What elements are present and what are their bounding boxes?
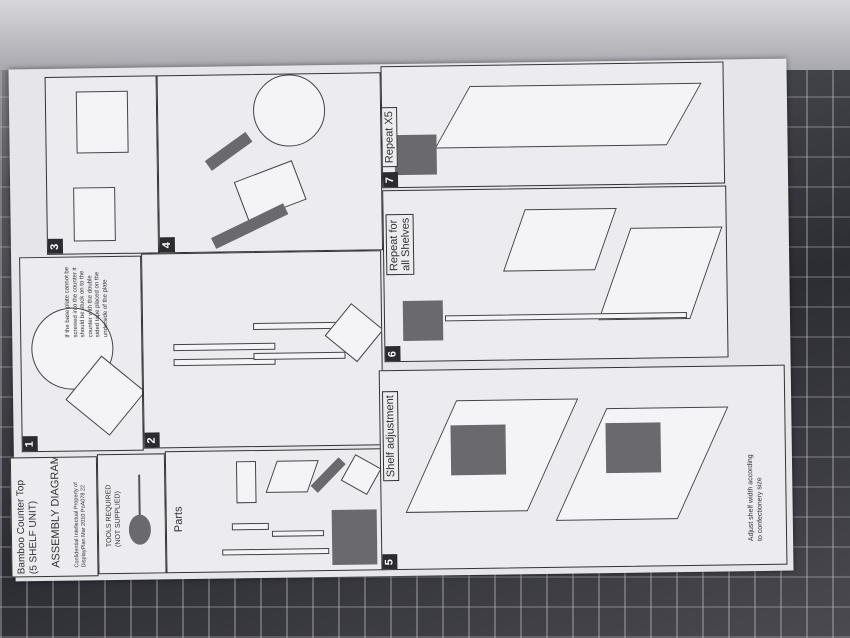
tools-panel: TOOLS REQUIRED(NOT SUPPLIED)	[96, 453, 167, 575]
step-number-badge: 6	[385, 346, 401, 362]
plastic-wrap	[0, 0, 850, 70]
shelf-adjustment-label: Shelf adjustment	[381, 391, 400, 482]
repeat-x5-label: Repeat X5	[381, 107, 398, 168]
product-title: Bamboo Counter Top(5 SHELF UNIT)	[15, 479, 40, 575]
step-number-badge: 2	[144, 432, 160, 448]
step-number-badge: 1	[22, 436, 38, 452]
step-number-badge: 3	[47, 238, 64, 254]
parts-panel: Parts	[164, 448, 386, 574]
step-5-panel: Shelf adjustment Adjust shelf width acco…	[378, 364, 788, 571]
base-plate-note: If the base plate cannot be screwed into…	[64, 266, 109, 338]
assembly-diagram-heading: ASSEMBLY DIAGRAM	[48, 456, 63, 568]
parts-label: Parts	[172, 506, 185, 533]
step-7-panel: Repeat X5 7	[380, 61, 726, 189]
assembly-instruction-sheet: 3 4 Repeat X5 7 If the base plate cannot…	[8, 58, 794, 582]
step-1-panel: If the base plate cannot be screwed into…	[19, 255, 144, 453]
step-number-badge: 4	[159, 237, 176, 253]
step-3-panel: 3	[44, 75, 160, 255]
step-4-panel: 4	[156, 72, 384, 254]
step-2-panel: 2	[141, 250, 384, 449]
screwdriver-handle	[128, 514, 152, 545]
step-number-badge: 7	[382, 172, 399, 188]
tools-required-label: TOOLS REQUIRED(NOT SUPPLIED)	[105, 484, 123, 548]
title-panel: Bamboo Counter Top(5 SHELF UNIT) ASSEMBL…	[9, 456, 99, 578]
step-number-badge: 5	[382, 554, 398, 570]
screwdriver-icon	[138, 474, 141, 520]
